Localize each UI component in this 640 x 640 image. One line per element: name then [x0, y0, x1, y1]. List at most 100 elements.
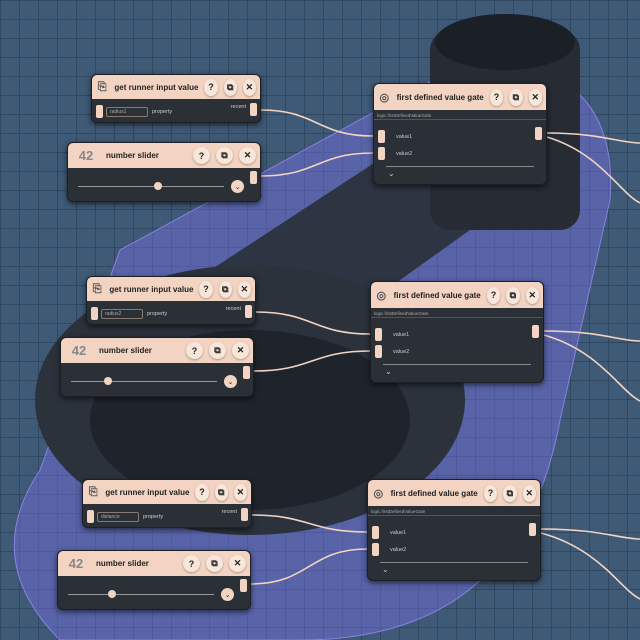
- first-defined-value-gate-node[interactable]: ◎ first defined value gate? ⧉ ✕ logic.first…: [367, 479, 541, 581]
- close-button[interactable]: ✕: [229, 555, 246, 572]
- first-defined-value-gate-node[interactable]: ◎ first defined value gate? ⧉ ✕ logic.first…: [373, 83, 547, 185]
- copy-button[interactable]: ⧉: [503, 484, 517, 502]
- copy-button[interactable]: ⧉: [206, 555, 223, 572]
- help-button[interactable]: ?: [193, 147, 210, 164]
- value1-label: value1: [396, 134, 413, 140]
- node-title: get runner input value: [114, 82, 199, 92]
- output-port[interactable]: [535, 127, 542, 140]
- wire: [255, 311, 371, 335]
- input-port[interactable]: [91, 307, 98, 320]
- output-port[interactable]: [240, 579, 247, 592]
- close-button[interactable]: ✕: [239, 147, 256, 164]
- slider-track[interactable]: [78, 186, 224, 187]
- first-defined-value-gate-node[interactable]: ◎first defined value gate?⧉✕ logic.first…: [370, 281, 544, 383]
- number-icon: 42: [71, 343, 87, 358]
- output-port[interactable]: [532, 325, 539, 338]
- number-slider-node[interactable]: 42 number slider? ⧉ ✕ ⌄: [57, 550, 251, 610]
- wire: [540, 528, 640, 540]
- expand-chevron[interactable]: ⌄: [388, 169, 395, 178]
- help-button[interactable]: ?: [186, 342, 203, 359]
- output-port[interactable]: [250, 103, 257, 116]
- value2-port[interactable]: [375, 345, 382, 358]
- node-title: number slider: [96, 559, 149, 568]
- get-runner-input-value-node[interactable]: ⎘ get runner input value? ⧉ ✕ radius2 prope…: [86, 276, 256, 325]
- expand-button[interactable]: ⌄: [221, 588, 234, 601]
- copy-button[interactable]: ⧉: [214, 483, 228, 501]
- help-button[interactable]: ?: [183, 555, 200, 572]
- close-button[interactable]: ✕: [232, 342, 249, 359]
- node-title: get runner input value: [105, 487, 190, 497]
- help-button[interactable]: ?: [483, 484, 498, 502]
- value2-label: value2: [393, 349, 410, 355]
- node-title: first defined value gate: [393, 290, 481, 300]
- slider-thumb[interactable]: [103, 377, 112, 385]
- value1-label: value1: [390, 530, 407, 536]
- number-icon: 42: [78, 148, 94, 163]
- output-port[interactable]: [241, 508, 248, 521]
- output-port[interactable]: [250, 171, 257, 184]
- expand-chevron[interactable]: ⌄: [382, 565, 389, 574]
- copy-button[interactable]: ⧉: [216, 147, 233, 164]
- copy-button[interactable]: ⧉: [223, 78, 237, 96]
- help-button[interactable]: ?: [204, 78, 218, 96]
- node-subtitle: logic.firstDefinedValueGate: [371, 308, 543, 318]
- output-port[interactable]: [529, 523, 536, 536]
- property-label: property: [147, 311, 168, 317]
- output-port[interactable]: [245, 305, 252, 318]
- wire: [260, 109, 374, 137]
- copy-button[interactable]: ⧉: [209, 342, 226, 359]
- help-button[interactable]: ?: [199, 280, 213, 298]
- copy-button[interactable]: ⧉: [218, 280, 232, 298]
- output-port[interactable]: [243, 366, 250, 379]
- help-button[interactable]: ?: [195, 483, 209, 501]
- wire: [260, 152, 374, 177]
- close-button[interactable]: ✕: [233, 483, 247, 501]
- recent-label: recent: [225, 306, 241, 312]
- node-subtitle: logic.firstDefinedValueGate: [368, 506, 540, 516]
- expand-button[interactable]: ⌄: [231, 180, 244, 193]
- recent-label: recent: [221, 509, 237, 515]
- get-runner-input-value-node[interactable]: ⎘get runner input value?⧉✕ distance prop…: [82, 479, 252, 528]
- property-input[interactable]: radius2: [101, 309, 143, 319]
- runner-input-icon: ⎘: [88, 485, 98, 498]
- close-button[interactable]: ✕: [522, 484, 536, 502]
- runner-input-icon: ⎘: [92, 282, 102, 295]
- wire: [543, 334, 640, 402]
- help-button[interactable]: ?: [486, 286, 501, 304]
- close-button[interactable]: ✕: [528, 88, 542, 106]
- divider: [380, 562, 528, 563]
- node-title: get runner input value: [109, 284, 194, 294]
- wire: [253, 350, 371, 372]
- small-cylinder-top: [435, 14, 575, 70]
- close-button[interactable]: ✕: [242, 78, 256, 96]
- number-icon: 42: [68, 556, 84, 571]
- property-input[interactable]: radius1: [106, 107, 148, 117]
- gate-icon: ◎: [373, 487, 384, 500]
- close-button[interactable]: ✕: [237, 280, 251, 298]
- node-title: first defined value gate: [390, 488, 478, 498]
- value1-port[interactable]: [375, 328, 382, 341]
- node-subtitle: logic.firstDefinedValueGate: [374, 110, 546, 120]
- slider-track[interactable]: [71, 381, 217, 382]
- property-input[interactable]: distance: [97, 512, 139, 522]
- value2-port[interactable]: [372, 543, 379, 556]
- get-runner-input-value-node[interactable]: ⎘get runner input value?⧉✕ radius1 prope…: [91, 74, 261, 123]
- slider-track[interactable]: [68, 594, 214, 595]
- copy-button[interactable]: ⧉: [506, 286, 520, 304]
- value1-port[interactable]: [372, 526, 379, 539]
- value2-port[interactable]: [378, 147, 385, 160]
- copy-button[interactable]: ⧉: [509, 88, 523, 106]
- node-title: first defined value gate: [396, 92, 484, 102]
- slider-thumb[interactable]: [154, 182, 163, 190]
- value1-port[interactable]: [378, 130, 385, 143]
- slider-thumb[interactable]: [107, 590, 116, 598]
- expand-chevron[interactable]: ⌄: [385, 367, 392, 376]
- help-button[interactable]: ?: [489, 88, 504, 106]
- gate-icon: ◎: [379, 91, 390, 104]
- input-port[interactable]: [96, 105, 103, 118]
- expand-button[interactable]: ⌄: [224, 375, 237, 388]
- input-port[interactable]: [87, 510, 94, 523]
- close-button[interactable]: ✕: [525, 286, 539, 304]
